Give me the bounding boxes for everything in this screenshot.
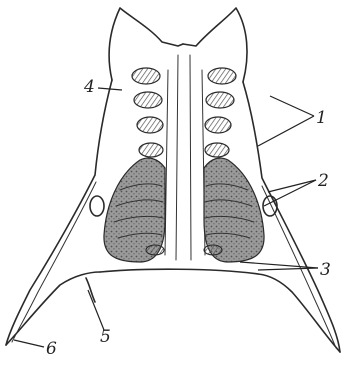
label-2: 2 [317, 171, 329, 191]
lower-regions [104, 158, 264, 262]
label-6: 6 [46, 339, 57, 359]
label-5: 5 [100, 327, 111, 347]
outer-outline [6, 8, 340, 352]
label-1: 1 [316, 108, 327, 128]
label-3: 3 [320, 260, 331, 280]
upper-foramina [132, 68, 236, 157]
label-4: 4 [83, 77, 95, 97]
central-column [165, 55, 205, 260]
labels: 1 2 3 4 5 6 [46, 77, 331, 359]
